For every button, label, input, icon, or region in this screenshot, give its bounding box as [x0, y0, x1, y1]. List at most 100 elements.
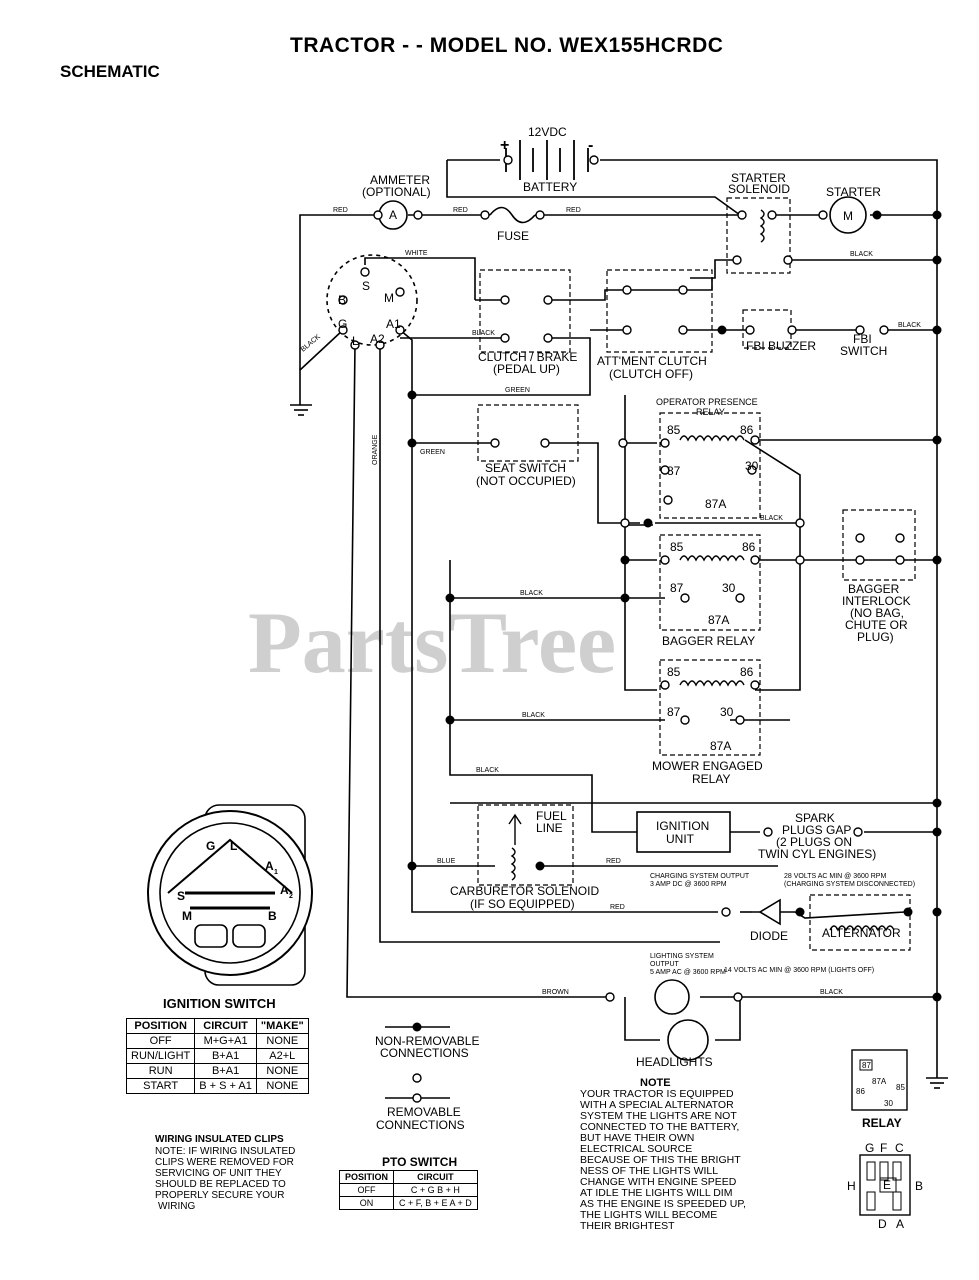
- table-cell: B+A1: [194, 1063, 257, 1079]
- fuel-line-label: FUEL: [536, 809, 567, 823]
- legend-non-removable: NON-REMOVABLE: [375, 1034, 479, 1048]
- table-row: START B + S + A1 NONE: [125, 1078, 309, 1094]
- relay-legend-86: 86: [856, 1087, 865, 1096]
- face-b: B: [268, 909, 277, 923]
- bagger-relay-pin-87a: 87A: [708, 613, 729, 627]
- fuel-line-label-2: LINE: [536, 821, 563, 835]
- carb-solenoid-label-2: (IF SO EQUIPPED): [470, 897, 575, 911]
- battery-minus: -: [588, 137, 593, 154]
- ignition-switch-title: IGNITION SWITCH: [163, 996, 276, 1011]
- fuse-label: FUSE: [497, 229, 529, 243]
- table-cell: OFF: [125, 1033, 196, 1049]
- wiring: [290, 159, 948, 1089]
- terminal-m: M: [384, 291, 394, 305]
- table-cell: A2+L: [255, 1048, 309, 1064]
- face-l: L: [230, 839, 237, 853]
- bagger-interlock-label-3: (NO BAG,: [850, 606, 904, 620]
- ignition-switch-face: G L A 1 A 2 S M B: [147, 804, 313, 986]
- operator-relay-label: OPERATOR PRESENCE: [656, 397, 758, 407]
- wire-red-label: RED: [606, 858, 621, 865]
- table-header: "MAKE": [255, 1018, 309, 1034]
- table-row: OFF C + G B + H: [338, 1183, 478, 1197]
- lighting-output-label: LIGHTING SYSTEM: [650, 953, 714, 960]
- clutch-brake-label: CLUTCH / BRAKE: [478, 350, 577, 364]
- wiring-clips-line-3: SERVICING OF UNIT THEY: [155, 1168, 282, 1179]
- relay-legend-30: 30: [884, 1099, 893, 1108]
- bagger-relay-pin-86: 86: [742, 540, 756, 554]
- wire-red-label: RED: [610, 904, 625, 911]
- battery-symbol: [505, 140, 589, 180]
- table-cell: M+G+A1: [194, 1033, 257, 1049]
- battery-plus: +: [500, 137, 509, 154]
- mower-relay-pin-30: 30: [720, 705, 734, 719]
- table-header: CIRCUIT: [393, 1170, 478, 1184]
- relay-legend-title: RELAY: [862, 1116, 902, 1130]
- bagger-interlock-label: BAGGER: [848, 582, 900, 596]
- fbi-switch-label: FBI: [853, 332, 872, 346]
- table-cell: NONE: [255, 1078, 309, 1094]
- table-cell: START: [125, 1078, 196, 1094]
- ammeter-symbol-text: A: [389, 208, 397, 222]
- watermark: PartsTree: [248, 595, 616, 692]
- pto-legend-g: G: [865, 1141, 874, 1155]
- face-a2: A: [280, 883, 289, 897]
- carb-solenoid-label: CARBURETOR SOLENOID: [450, 884, 599, 898]
- terminal-a1: A1: [386, 317, 401, 331]
- component-outlines: [477, 197, 916, 951]
- starter-solenoid-label-2: SOLENOID: [728, 182, 790, 196]
- pto-legend-b: B: [915, 1179, 923, 1193]
- wire-red-label: RED: [566, 207, 581, 214]
- table-header: POSITION: [338, 1170, 395, 1184]
- bagger-relay-label: BAGGER RELAY: [662, 634, 755, 648]
- ignition-switch-table: POSITION CIRCUIT "MAKE" OFF M+G+A1 NONE …: [125, 1018, 309, 1094]
- face-a1: A: [265, 859, 274, 873]
- wiring-clips-line-1: NOTE: IF WIRING INSULATED: [155, 1146, 295, 1157]
- table-cell: C + G B + H: [393, 1183, 478, 1197]
- wiring-clips-note: WIRING INSULATED CLIPS NOTE: IF WIRING I…: [155, 1134, 295, 1212]
- charging-output-label-2: 3 AMP DC @ 3600 RPM: [650, 881, 727, 888]
- op-relay-pin-86: 86: [740, 423, 754, 437]
- spark-plugs-label-2: PLUGS GAP: [782, 823, 851, 837]
- face-m: M: [182, 909, 192, 923]
- component-symbols: [326, 196, 867, 1061]
- pto-legend-c: C: [895, 1141, 904, 1155]
- wire-green-label: GREEN: [420, 449, 445, 456]
- fbi-buzzer-label: FBI BUZZER: [746, 339, 816, 353]
- note-line-7: BECAUSE OF THIS THE BRIGHT: [580, 1154, 741, 1166]
- table-cell: RUN/LIGHT: [125, 1048, 196, 1064]
- mower-relay-pin-85: 85: [667, 665, 681, 679]
- relay-legend: 87 87A 86 85 30 RELAY: [851, 1049, 908, 1130]
- table-cell: B+A1: [194, 1048, 257, 1064]
- operator-relay-label-2: RELAY: [696, 407, 725, 417]
- note-line-2: WITH A SPECIAL ALTERNATOR: [580, 1099, 734, 1111]
- page-title: TRACTOR - - MODEL NO. WEX155HCRDC: [290, 34, 724, 57]
- attment-clutch-state: (CLUTCH OFF): [609, 367, 693, 381]
- relay-legend-87a: 87A: [872, 1077, 887, 1086]
- fbi-switch-label-2: SWITCH: [840, 344, 887, 358]
- note-line-11: AS THE ENGINE IS SPEEDED UP,: [580, 1198, 746, 1210]
- page-subtitle: SCHEMATIC: [60, 62, 160, 81]
- alternator-label: ALTERNATOR: [822, 926, 901, 940]
- wiring-clips-line-5: PROPERLY SECURE YOUR: [155, 1190, 284, 1201]
- note-line-5: BUT HAVE THEIR OWN: [580, 1132, 694, 1144]
- table-cell: NONE: [255, 1063, 309, 1079]
- relay-pin-labels: 85 86 87 30 87A 85 86 87 30 87A 85 86 87…: [667, 423, 759, 753]
- op-relay-pin-30: 30: [745, 459, 759, 473]
- removable-connections: [338, 155, 905, 1083]
- mower-relay-label-2: RELAY: [692, 772, 730, 786]
- note-line-10: AT IDLE THE LIGHTS WILL DIM: [580, 1187, 732, 1199]
- lights-volts-label: 14 VOLTS AC MIN @ 3600 RPM (LIGHTS OFF): [724, 967, 874, 974]
- face-s: S: [177, 889, 185, 903]
- headlight-symbol: [654, 979, 690, 1015]
- wiring-clips-line-6: WIRING: [158, 1201, 195, 1212]
- bagger-relay-pin-85: 85: [670, 540, 684, 554]
- wiring-clips-line-2: CLIPS WERE REMOVED FOR: [155, 1157, 294, 1168]
- wire-black-label: BLACK: [476, 767, 499, 774]
- terminal-g: G: [338, 317, 347, 331]
- battery-voltage: 12VDC: [528, 125, 567, 139]
- note-line-1: YOUR TRACTOR IS EQUIPPED: [580, 1088, 734, 1100]
- table-cell: ON: [338, 1196, 395, 1210]
- starter-label: STARTER: [826, 185, 881, 199]
- wire-red-label: RED: [453, 207, 468, 214]
